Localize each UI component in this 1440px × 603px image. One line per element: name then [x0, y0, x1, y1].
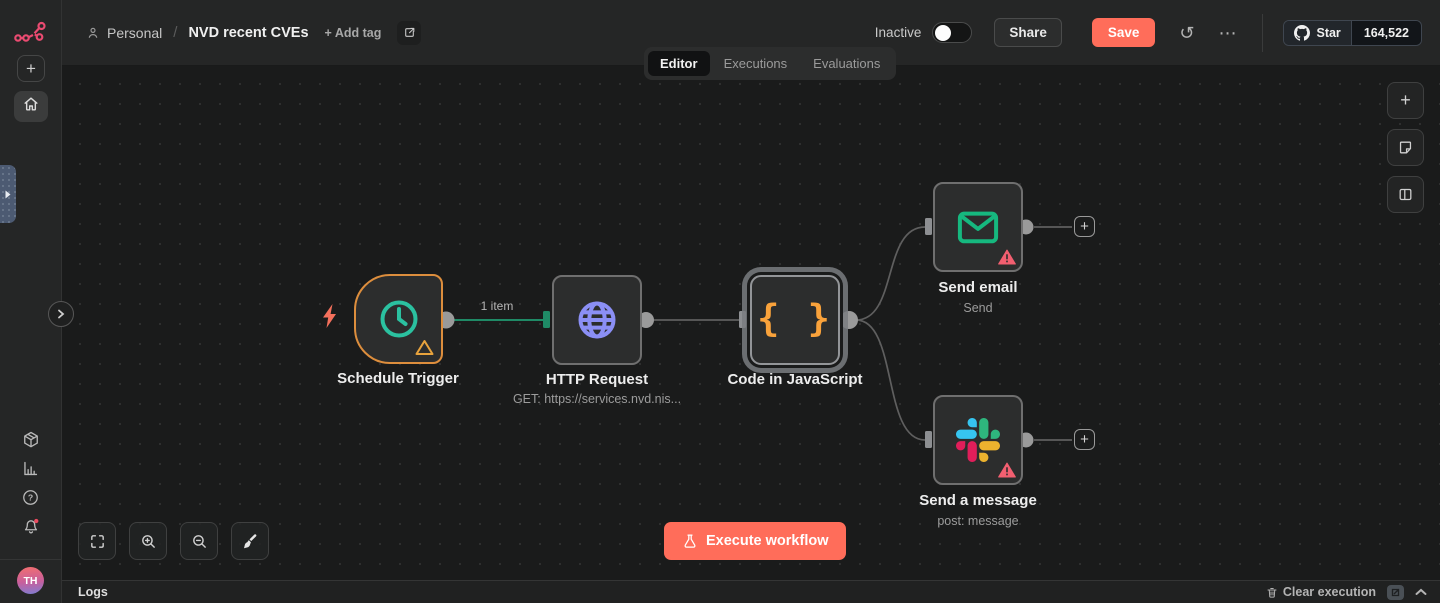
- toggle-knob: [935, 24, 952, 41]
- tab-executions[interactable]: Executions: [723, 56, 788, 71]
- breadcrumb-project[interactable]: Personal: [107, 24, 163, 41]
- add-node-after-email-button[interactable]: +: [1074, 216, 1095, 237]
- activate-toggle[interactable]: [932, 22, 973, 43]
- github-star-label: Star: [1316, 25, 1341, 40]
- globe-icon: [574, 297, 620, 343]
- home-icon: [21, 94, 41, 119]
- n8n-logo-icon: [13, 20, 47, 49]
- user-avatar[interactable]: TH: [17, 567, 44, 594]
- version-history-icon[interactable]: ↺: [1179, 22, 1195, 43]
- sidebar-item-help[interactable]: ?: [20, 489, 42, 511]
- node-label-schedule: Schedule Trigger: [337, 370, 459, 387]
- node-subtitle-email: Send: [963, 301, 993, 315]
- workflow-name[interactable]: NVD recent CVEs: [188, 24, 309, 41]
- warning-triangle-icon: [415, 339, 434, 356]
- add-node-after-slack-button[interactable]: +: [1074, 429, 1095, 450]
- github-star-widget[interactable]: Star 164,522: [1283, 19, 1422, 46]
- canvas-right-tools: +: [1387, 82, 1424, 213]
- sidebar-divider: [0, 559, 61, 560]
- node-code-javascript[interactable]: { }: [750, 275, 840, 365]
- sidebar-item-insights[interactable]: [20, 460, 42, 482]
- bar-chart-icon: [21, 459, 40, 483]
- person-icon: [86, 26, 100, 40]
- chat-panel-toggle[interactable]: [48, 301, 74, 327]
- github-star-count: 164,522: [1350, 20, 1421, 45]
- sticky-note-icon: [1397, 139, 1414, 156]
- node-subtitle-slack: post: message: [937, 514, 1019, 528]
- fit-view-icon: [89, 533, 106, 550]
- panel-expand-handle[interactable]: [0, 165, 16, 223]
- more-options-icon[interactable]: ⋯: [1218, 22, 1237, 43]
- github-icon: [1294, 24, 1311, 41]
- zoom-out-button[interactable]: [180, 522, 218, 560]
- slack-icon: [956, 418, 1000, 462]
- error-triangle-icon: [998, 462, 1016, 478]
- logs-panel-header[interactable]: Logs Clear execution: [62, 580, 1440, 603]
- node-slack-message[interactable]: [933, 395, 1023, 485]
- fit-view-button[interactable]: [78, 522, 116, 560]
- add-node-button[interactable]: +: [1387, 82, 1424, 119]
- tab-editor[interactable]: Editor: [648, 51, 710, 76]
- popout-icon: [1391, 588, 1400, 597]
- workflow-status-label: Inactive: [874, 25, 922, 40]
- clear-execution-label: Clear execution: [1282, 585, 1376, 599]
- add-sticky-note-button[interactable]: [1387, 129, 1424, 166]
- tidy-up-broom-icon: [241, 532, 259, 550]
- zoom-in-button[interactable]: [129, 522, 167, 560]
- envelope-icon: [955, 207, 1001, 247]
- save-button[interactable]: Save: [1091, 18, 1156, 47]
- bell-icon: [21, 516, 41, 541]
- breadcrumb-separator: /: [173, 24, 178, 41]
- share-button[interactable]: Share: [994, 18, 1062, 47]
- sidebar-item-home[interactable]: [14, 91, 48, 122]
- split-panel-icon: [1397, 186, 1414, 203]
- help-icon: ?: [21, 488, 40, 512]
- node-schedule-trigger[interactable]: [354, 274, 443, 364]
- zoom-out-icon: [191, 533, 208, 550]
- chevron-right-icon: [57, 309, 65, 319]
- canvas-zoom-controls: [78, 522, 269, 560]
- sidebar: +: [0, 0, 62, 603]
- zoom-in-icon: [140, 533, 157, 550]
- external-link-icon: [403, 26, 416, 39]
- add-workflow-button[interactable]: +: [17, 55, 45, 82]
- execute-workflow-label: Execute workflow: [706, 533, 829, 549]
- sidebar-item-templates[interactable]: [20, 431, 42, 453]
- node-http-request[interactable]: [552, 275, 642, 365]
- node-subtitle-http: GET: https://services.nvd.nis...: [512, 392, 682, 406]
- node-label-code: Code in JavaScript: [727, 371, 863, 388]
- flask-icon: [682, 533, 698, 550]
- execute-workflow-button[interactable]: Execute workflow: [664, 522, 847, 560]
- toggle-panel-button[interactable]: [1387, 176, 1424, 213]
- breadcrumb: Personal / NVD recent CVEs: [86, 24, 309, 41]
- node-label-slack: Send a message: [919, 492, 1037, 509]
- popout-logs-button[interactable]: [1387, 584, 1404, 600]
- trash-icon: [1266, 586, 1278, 599]
- clear-execution-button[interactable]: Clear execution: [1266, 585, 1376, 599]
- tidy-up-button[interactable]: [231, 522, 269, 560]
- share-feedback-button[interactable]: [397, 20, 422, 45]
- node-send-email[interactable]: [933, 182, 1023, 272]
- add-tag-button[interactable]: + Add tag: [324, 25, 382, 40]
- header-divider: [1262, 13, 1264, 52]
- node-label-http: HTTP Request: [545, 371, 649, 388]
- error-triangle-icon: [998, 249, 1016, 265]
- clock-icon: [376, 296, 422, 342]
- svg-text:?: ?: [28, 493, 33, 503]
- templates-box-icon: [21, 430, 41, 455]
- trigger-bolt-icon: [320, 303, 339, 329]
- tab-evaluations[interactable]: Evaluations: [813, 56, 881, 71]
- code-braces-icon: { }: [757, 296, 833, 340]
- sidebar-item-notifications[interactable]: [20, 517, 42, 539]
- edge-items-label: 1 item: [480, 299, 514, 313]
- collapse-logs-chevron[interactable]: [1415, 588, 1427, 596]
- node-label-email: Send email: [938, 279, 1018, 296]
- logs-title: Logs: [78, 585, 108, 599]
- view-tabs: Editor Executions Evaluations: [644, 47, 897, 80]
